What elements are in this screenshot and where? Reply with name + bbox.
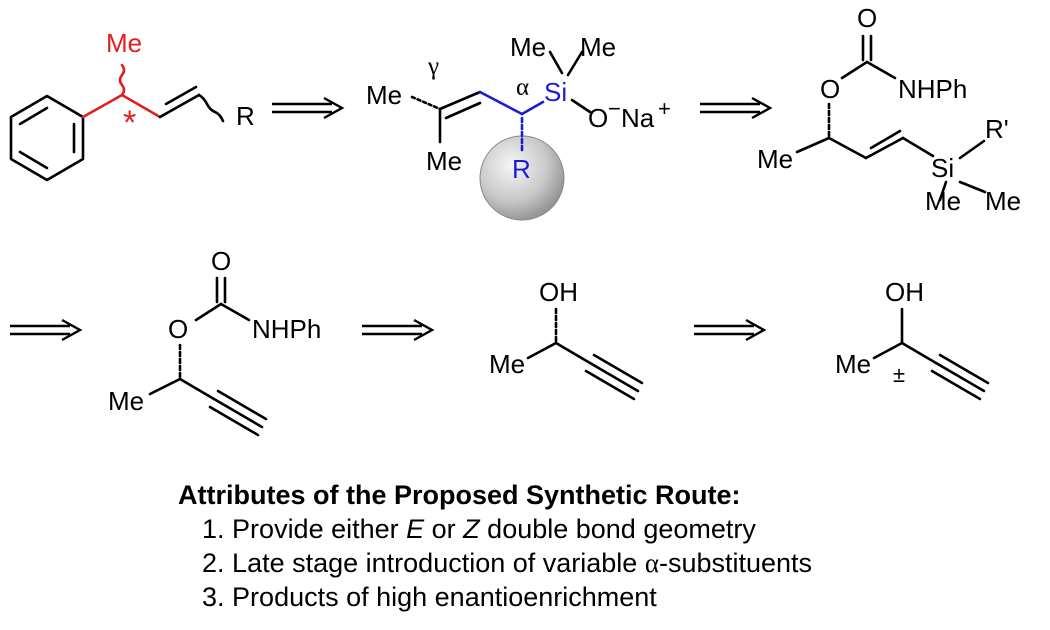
racemic-propargyl-alcohol: OH Me ± <box>835 277 990 401</box>
carbonyl-oxygen-label: O <box>857 3 877 33</box>
attributes-heading: Attributes of the Proposed Synthetic Rou… <box>178 480 741 510</box>
item-text: or <box>424 514 464 544</box>
methyl-label-si-2: Me <box>580 32 616 62</box>
item-text: Late stage introduction of variable <box>232 548 645 578</box>
ester-oxygen-label: O <box>820 74 840 104</box>
plus-sign: + <box>658 96 671 121</box>
silanolate-intermediate: Me γ Me α Si R Me Me O − Na + <box>366 32 671 221</box>
alkene-bond-2 <box>438 90 482 111</box>
retro-arrow-3 <box>10 318 83 342</box>
methyl-label-si-4: Me <box>985 186 1021 216</box>
hydroxyl-label-racemic: OH <box>885 277 924 307</box>
methyl-label-carbamate: Me <box>757 144 793 174</box>
retro-arrow-2 <box>700 96 773 120</box>
target-molecule: Me * R <box>9 28 255 182</box>
wavy-bond-me <box>118 63 126 97</box>
item-text: Products of high enantioenrichment <box>232 582 657 612</box>
minus-sign: − <box>608 96 621 121</box>
r-label-blue: R <box>512 154 531 184</box>
z-geometry-label: Z <box>463 514 480 544</box>
silicon-label-2: Si <box>931 153 954 183</box>
retro-arrow-1 <box>272 96 345 120</box>
sodium-label: Na <box>621 103 655 133</box>
e-geometry-label: E <box>406 514 425 544</box>
stereocenter-star: * <box>123 104 136 142</box>
item-text: double bond geometry <box>479 514 756 544</box>
racemic-symbol: ± <box>893 362 905 387</box>
alkene-bond <box>158 93 201 119</box>
nhph-label-2: NHPh <box>252 314 321 344</box>
silicon-label: Si <box>544 77 567 107</box>
attributes-box: Attributes of the Proposed Synthetic Rou… <box>178 478 1018 614</box>
dashed-bond-gamma <box>410 95 442 111</box>
item-number: 3. <box>202 582 225 612</box>
item-text: -substituents <box>658 548 813 578</box>
vinylsilane-carbamate: O O NHPh Me Si R' Me Me <box>757 3 1021 216</box>
carbonyl-oxygen-label-2: O <box>211 246 231 276</box>
r-label: R <box>236 101 255 131</box>
attribute-item-1: 1. Provide either E or Z double bond geo… <box>178 512 1018 546</box>
oxygen-label: O <box>588 103 608 133</box>
retro-arrow-5 <box>694 318 767 342</box>
methyl-label-row2-1: Me <box>108 386 144 416</box>
r-prime-label: R' <box>985 114 1009 144</box>
methyl-label-row2-2: Me <box>489 349 525 379</box>
propargylic-carbamate: O O NHPh Me <box>108 246 321 437</box>
retro-arrow-4 <box>362 318 435 342</box>
wavy-bond-r <box>197 93 225 123</box>
item-number: 1. <box>202 514 225 544</box>
gamma-label: γ <box>427 53 439 80</box>
methyl-label-lower: Me <box>426 146 462 176</box>
ester-oxygen-label-2: O <box>168 314 188 344</box>
attribute-item-2: 2. Late stage introduction of variable α… <box>178 546 1018 580</box>
item-number: 2. <box>202 548 225 578</box>
item-text: Provide either <box>232 514 407 544</box>
nhph-label: NHPh <box>898 74 967 104</box>
alpha-label: α <box>516 74 529 101</box>
attribute-item-3: 3. Products of high enantioenrichment <box>178 580 1018 614</box>
chiral-propargyl-alcohol: OH Me <box>489 277 644 401</box>
methyl-label-gamma: Me <box>366 80 402 110</box>
alpha-symbol: α <box>644 548 659 578</box>
hydroxyl-label: OH <box>539 277 578 307</box>
methyl-label-si-1: Me <box>510 32 546 62</box>
methyl-label-row2-3: Me <box>835 349 871 379</box>
methyl-label-si-3: Me <box>925 186 961 216</box>
aryl-bond <box>81 93 124 119</box>
methyl-label-red: Me <box>106 28 142 58</box>
